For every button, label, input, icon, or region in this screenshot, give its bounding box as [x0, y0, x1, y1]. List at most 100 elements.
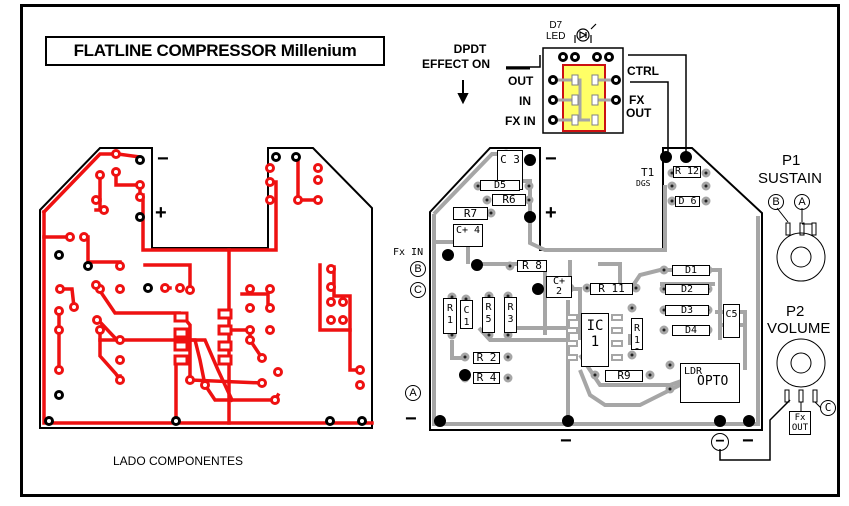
p1-pot: [776, 207, 826, 282]
ic-pin: [611, 327, 623, 334]
ground-pad: [135, 212, 145, 222]
pad-a-label: A: [405, 385, 421, 401]
ic-pin: [566, 327, 578, 334]
ground-pad: [135, 155, 145, 165]
copper-pad: [270, 395, 280, 405]
copper-pad: [265, 303, 275, 313]
dpdt-out-label: OUT: [508, 74, 534, 88]
copper-pad: [355, 365, 365, 375]
copper-pad: [338, 297, 348, 307]
t1-pinout-label: DGS: [636, 179, 651, 188]
copper-pad: [54, 306, 64, 316]
p2-name: P2: [786, 303, 805, 320]
dpdt-fxout-label: OUT: [626, 106, 652, 120]
copper-pad: [95, 325, 105, 335]
copper-pad: [265, 163, 275, 173]
minus-circle-terminal: −: [711, 433, 729, 451]
copper-pad: [55, 284, 65, 294]
ic-pin: [611, 354, 623, 361]
ground-pad: [357, 416, 367, 426]
component-r7: R7: [453, 207, 488, 220]
component-pad: [524, 181, 534, 191]
ic-pad: [217, 308, 233, 320]
component-minus-label: −: [545, 148, 557, 170]
p1-function: SUSTAIN: [758, 170, 822, 187]
ic-pad: [173, 327, 189, 339]
component-c4: C+ 4: [453, 224, 483, 247]
copper-pad: [313, 195, 323, 205]
component-pad: [482, 195, 492, 205]
copper-side-caption: LADO COMPONENTES: [113, 454, 244, 468]
component-pad: [590, 370, 600, 380]
dpdt-fx-label: FX: [629, 93, 645, 107]
component-pad: [524, 195, 534, 205]
copper-minus-label: −: [157, 148, 169, 170]
copper-pad: [265, 177, 275, 187]
component-r9: R9: [605, 370, 643, 382]
copper-pad: [99, 205, 109, 215]
component-d5: D5: [480, 180, 520, 191]
copper-pad: [175, 283, 185, 293]
component-pad: [645, 370, 655, 380]
copper-pad: [115, 261, 125, 271]
component-c2: C+ 2: [546, 276, 572, 298]
ic-pad: [173, 340, 189, 352]
dpdt-in-label: IN: [519, 94, 531, 108]
component-pad: [505, 261, 515, 271]
copper-pad: [200, 380, 210, 390]
copper-pad: [245, 325, 255, 335]
copper-pad: [313, 175, 323, 185]
led-icon: [574, 23, 597, 43]
copper-pad: [245, 284, 255, 294]
bottom-right-minus-label: −: [742, 430, 754, 452]
copper-pad: [111, 167, 121, 177]
copper-pad: [92, 315, 102, 325]
component-ic1: IC 1: [581, 313, 609, 367]
component-r5: R5: [482, 297, 495, 333]
ground-pads: [44, 152, 367, 426]
dpdt-ctrl-label: CTRL: [627, 64, 659, 78]
ic-pin: [611, 340, 623, 347]
ground-pad: [325, 416, 335, 426]
copper-pad: [115, 375, 125, 385]
ic-pin: [611, 314, 623, 321]
component-pad: [627, 303, 637, 313]
ic-pad: [217, 340, 233, 352]
copper-pad: [91, 195, 101, 205]
copper-pad: [326, 315, 336, 325]
copper-pads: [54, 149, 365, 405]
fx-in-label: Fx IN: [393, 247, 424, 258]
component-r4: R 4: [473, 372, 500, 384]
component-pad: [659, 265, 669, 275]
component-r1: R1: [443, 298, 457, 334]
copper-pad: [91, 280, 101, 290]
component-pad: [503, 352, 513, 362]
component-ground-pad: [442, 249, 454, 261]
ic-pad: [217, 354, 233, 366]
copper-pad: [160, 283, 170, 293]
component-pad: [460, 352, 470, 362]
copper-pad: [326, 264, 336, 274]
component-pad: [701, 181, 711, 191]
copper-pad: [273, 367, 283, 377]
component-d2: D2: [665, 284, 709, 295]
ic-pad: [173, 354, 189, 366]
copper-pad: [111, 149, 121, 159]
component-c5: C5: [723, 304, 740, 338]
pad-b-label: B: [410, 261, 426, 277]
copper-pad: [257, 353, 267, 363]
ground-pad: [171, 416, 181, 426]
component-pad: [631, 283, 641, 293]
board-outline-left: [39, 147, 373, 429]
component-pad: [659, 325, 669, 335]
component-r6: R6: [492, 194, 526, 206]
component-ground-pad: [714, 415, 726, 427]
copper-pad: [95, 170, 105, 180]
copper-pad: [135, 192, 145, 202]
p1-name: P1: [782, 152, 801, 169]
component-pad: [701, 168, 711, 178]
copper-plus-label: +: [155, 202, 167, 224]
copper-pad: [69, 302, 79, 312]
